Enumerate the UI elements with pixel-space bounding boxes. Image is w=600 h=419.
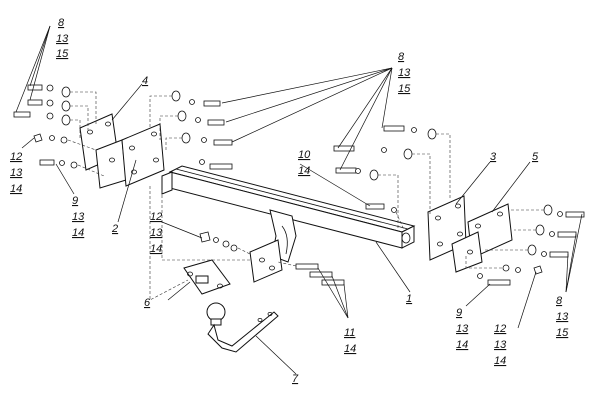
label-left-12-14: 14 [10, 183, 22, 195]
label-top-center-8: 8 [398, 51, 405, 63]
label-right-12: 12 [494, 323, 506, 335]
label-center-12-14: 14 [150, 243, 162, 255]
label-part-1: 1 [406, 293, 412, 305]
label-right-8: 8 [556, 295, 563, 307]
crossbar-part-1 [161, 165, 416, 249]
coupling-plate [249, 239, 283, 283]
label-right-8-13: 13 [556, 311, 569, 323]
label-part-6: 6 [144, 297, 151, 309]
label-left-12-13: 13 [10, 167, 23, 179]
label-part-4: 4 [142, 75, 148, 87]
alignment-dashes [67, 91, 544, 301]
label-center-10-14: 14 [298, 165, 310, 177]
label-right-12-13: 13 [494, 339, 507, 351]
label-right-12-14: 14 [494, 355, 506, 367]
label-top-center-15: 15 [398, 83, 411, 95]
bracket-part-4 [79, 113, 127, 189]
tow-ball-part-7 [206, 302, 279, 353]
bolts-center-10 [365, 203, 397, 213]
label-top-left-15: 15 [56, 48, 69, 60]
plate-part-2 [121, 123, 165, 187]
bolts-top-center [171, 90, 233, 170]
bolts-top-left [13, 84, 71, 126]
bolts-center-right-top [333, 125, 437, 181]
label-center-11: 11 [344, 327, 355, 339]
bracket-part-5 [451, 203, 513, 273]
label-right-9-14: 14 [456, 339, 468, 351]
bolts-left-12 [33, 133, 68, 144]
label-center-12-13: 13 [150, 227, 163, 239]
label-top-left-8: 8 [58, 17, 65, 29]
bolts-right [477, 204, 585, 286]
bolts-left-9 [39, 159, 78, 169]
leader-lines [15, 25, 583, 375]
label-top-center-13: 13 [398, 67, 411, 79]
label-center-10: 10 [298, 149, 311, 161]
label-part-5: 5 [532, 151, 539, 163]
label-right-9: 9 [456, 307, 462, 319]
label-left-9-14: 14 [72, 227, 84, 239]
socket-holder-part-6 [183, 259, 231, 295]
label-right-9-13: 13 [456, 323, 469, 335]
label-center-11-14: 14 [344, 343, 356, 355]
bolts-center-11 [295, 263, 345, 286]
label-part-7: 7 [292, 373, 299, 385]
bolts-center-12 [199, 231, 238, 252]
callout-labels: 8 13 15 8 13 15 4 12 13 14 9 13 14 2 12 … [10, 17, 569, 385]
label-top-left-13: 13 [56, 33, 69, 45]
label-left-9: 9 [72, 195, 78, 207]
label-center-12: 12 [150, 211, 162, 223]
label-left-9-13: 13 [72, 211, 85, 223]
label-part-2: 2 [111, 223, 118, 235]
label-left-12: 12 [10, 151, 22, 163]
label-part-3: 3 [490, 151, 497, 163]
label-right-8-15: 15 [556, 327, 569, 339]
